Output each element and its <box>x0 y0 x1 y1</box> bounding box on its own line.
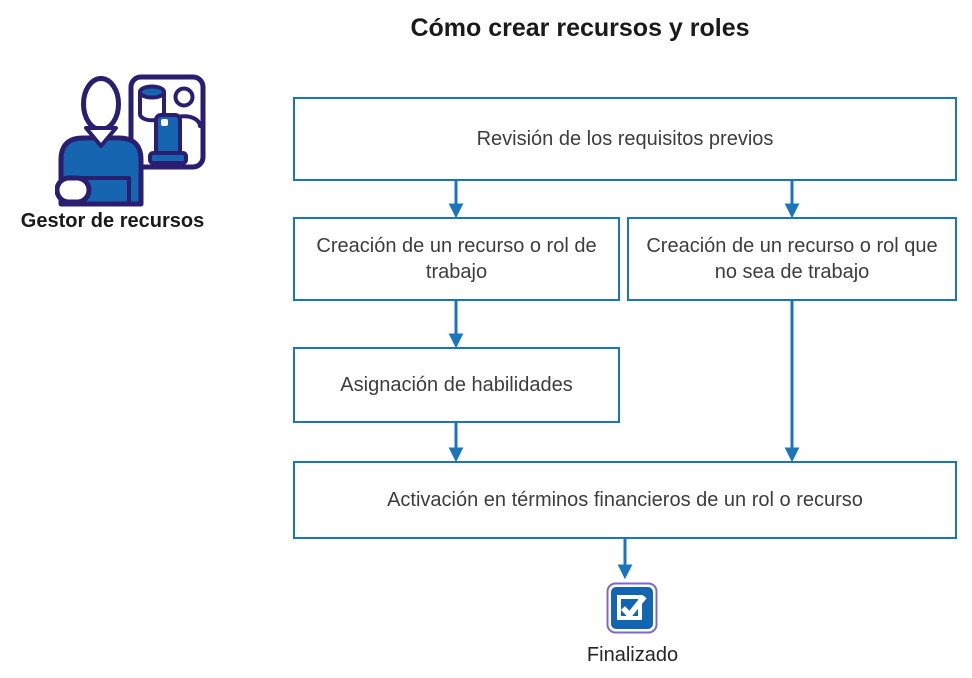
flow-node-create-labor: Creación de un recurso o rol de trabajo <box>293 217 620 301</box>
flow-node-activate: Activación en términos financieros de un… <box>293 461 957 539</box>
flow-node-review: Revisión de los requisitos previos <box>293 97 957 181</box>
end-label: Finalizado <box>586 644 679 666</box>
checkbox-checked-icon <box>606 582 658 634</box>
flow-node-create-nonlabor: Creación de un recurso o rol que no sea … <box>627 217 957 301</box>
actor-label: Gestor de recursos <box>20 210 205 232</box>
flow-node-label: Activación en términos financieros de un… <box>387 489 863 511</box>
flow-node-label: Creación de un recurso o rol de trabajo <box>316 235 597 283</box>
resource-manager-icon <box>55 74 206 207</box>
page-title: Cómo crear recursos y roles <box>410 14 750 42</box>
flow-node-label: Revisión de los requisitos previos <box>476 128 774 150</box>
flow-node-label: Asignación de habilidades <box>340 374 573 396</box>
flow-node-label: Creación de un recurso o rol que no sea … <box>646 235 938 283</box>
flow-node-assign-skills: Asignación de habilidades <box>293 347 620 423</box>
